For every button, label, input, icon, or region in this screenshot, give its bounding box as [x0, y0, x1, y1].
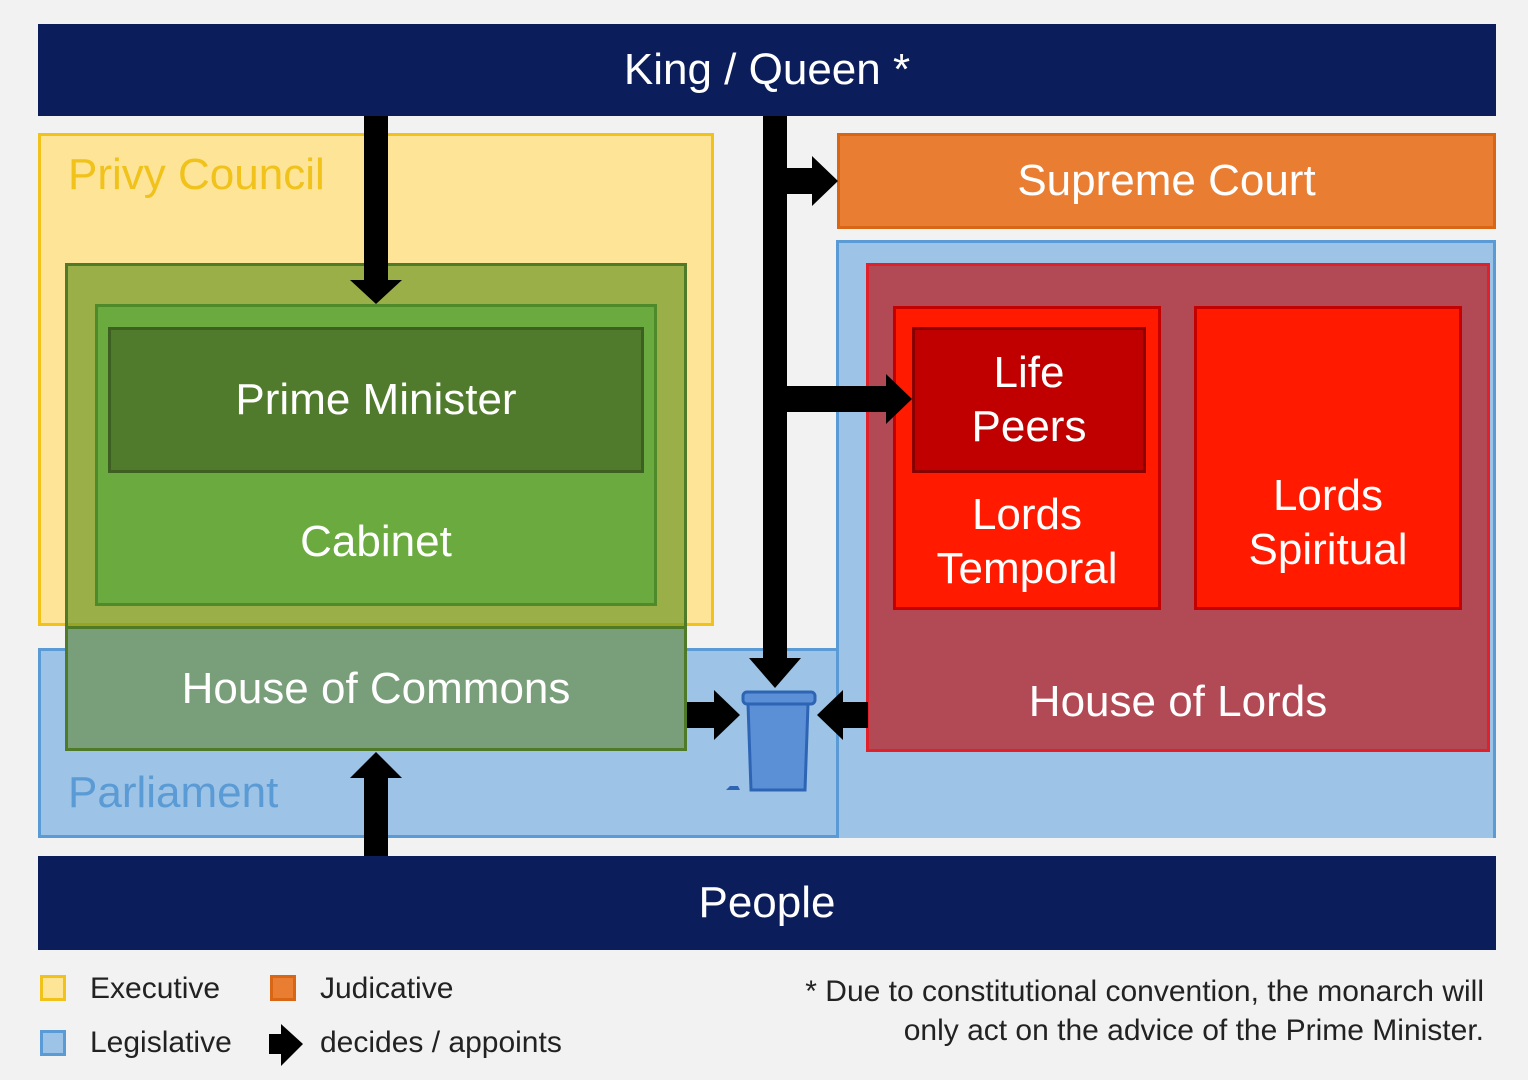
legend-swatch-legislative [40, 1030, 66, 1056]
arrow-icon [749, 658, 801, 688]
legend-swatch-judicative [270, 975, 296, 1001]
king-queen-bar: King / Queen * [38, 24, 1496, 116]
life-peers-box: Life Peers [912, 327, 1146, 473]
arrow-icon [886, 374, 912, 424]
house-of-lords-label: House of Lords [1028, 677, 1328, 726]
legend-judicative: Judicative [320, 972, 454, 1005]
supreme-court-box: Supreme Court [837, 133, 1496, 229]
house-of-commons-box: House of Commons [65, 626, 687, 751]
arrow-icon [817, 690, 843, 740]
lords-temporal-label: Lords Temporal [936, 490, 1118, 593]
arrow-icon [714, 690, 740, 740]
ballot-bin-icon [726, 690, 817, 792]
arrow-icon [787, 168, 813, 194]
supreme-court-label: Supreme Court [1017, 156, 1316, 205]
prime-minister-box: Prime Minister [108, 327, 644, 473]
legend-decides: decides / appoints [320, 1026, 562, 1059]
legend-legislative: Legislative [90, 1026, 232, 1059]
people-label: People [698, 878, 836, 927]
footnote: * Due to constitutional convention, the … [805, 975, 1484, 1047]
arrow-icon [763, 116, 787, 664]
king-queen-label: King / Queen * [623, 45, 911, 94]
lords-spiritual-box: Lords Spiritual [1194, 306, 1462, 610]
arrow-icon [787, 386, 887, 412]
legend-arrow-icon [269, 1024, 303, 1066]
arrow-icon [364, 116, 388, 286]
arrow-icon [812, 156, 838, 206]
parliament-label: Parliament [68, 768, 279, 817]
arrow-icon [364, 775, 388, 856]
prime-minister-label: Prime Minister [235, 375, 517, 424]
legend-swatch-executive [40, 975, 66, 1001]
arrow-icon [350, 752, 402, 778]
cabinet-label: Cabinet [300, 517, 452, 566]
privy-council-label: Privy Council [68, 150, 325, 199]
arrow-icon [842, 702, 868, 728]
people-bar: People [38, 856, 1496, 950]
legend-executive: Executive [90, 972, 221, 1005]
arrow-icon [687, 702, 715, 728]
arrow-icon [350, 280, 402, 304]
house-of-commons-label: House of Commons [181, 663, 571, 713]
